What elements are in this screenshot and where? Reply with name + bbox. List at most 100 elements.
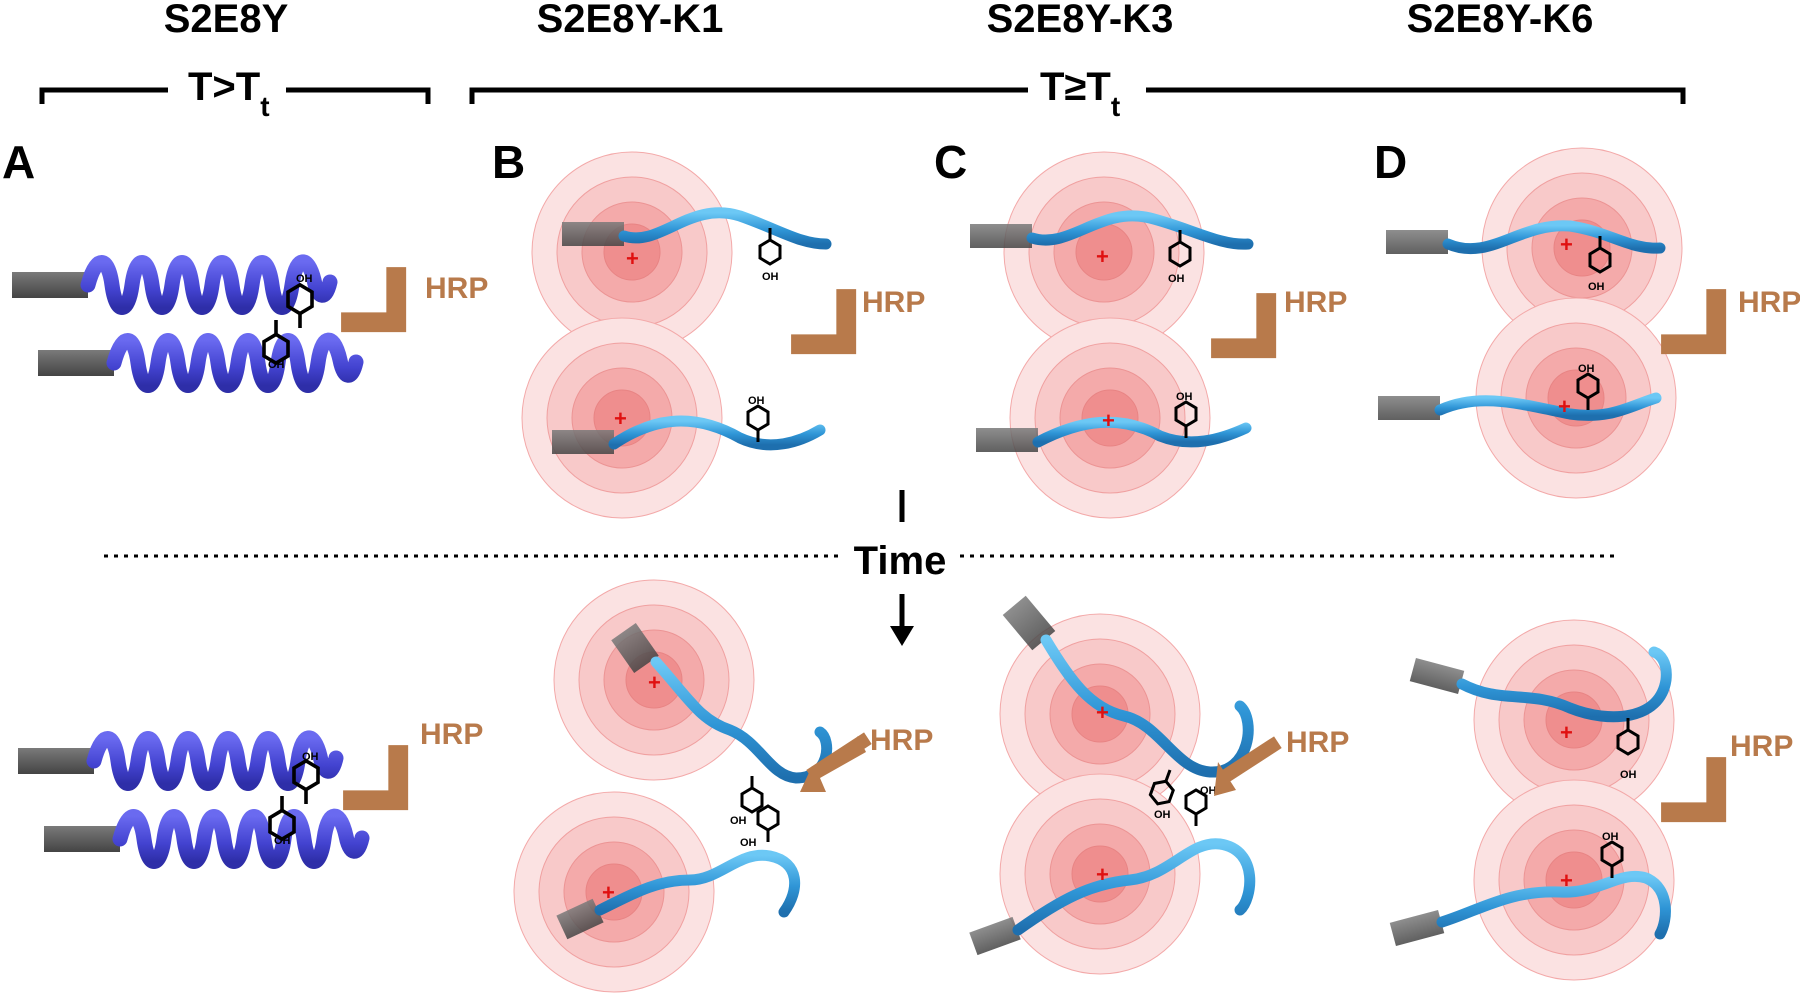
oh-label: OH <box>1578 363 1595 375</box>
tyrosine-icon <box>756 804 780 844</box>
chain <box>1434 392 1662 421</box>
hrp-label: HRP <box>420 718 483 751</box>
column-title-s2e8y: S2E8Y <box>164 0 289 41</box>
charge-plus: + <box>1560 720 1573 745</box>
charge-plus: + <box>614 406 627 431</box>
oh-label: OH <box>274 835 291 847</box>
temp-left-main: T>T <box>188 65 260 109</box>
anchor-block <box>1389 909 1445 947</box>
panel-label-b: B <box>492 136 525 188</box>
oh-label: OH <box>762 271 779 283</box>
temperature-label-right: T≥Tt <box>1040 65 1120 122</box>
oh-label: OH <box>1602 831 1619 843</box>
panel-c-bottom: + OH OH + HRP <box>969 595 1349 975</box>
bracket-right <box>469 87 1686 104</box>
charge-plus: + <box>1560 868 1573 893</box>
oh-label: OH <box>1154 809 1171 821</box>
panel-label-a: A <box>2 136 35 188</box>
anchor-block <box>552 430 614 454</box>
hrp-arrow-icon <box>331 257 439 365</box>
oh-label: OH <box>748 395 765 407</box>
oh-label: OH <box>1168 273 1185 285</box>
oh-label: OH <box>268 359 285 371</box>
oh-label: OH <box>740 837 757 849</box>
anchor-block <box>611 623 659 673</box>
charge-plus: + <box>1102 408 1115 433</box>
column-title-s2e8y-k3: S2E8Y-K3 <box>987 0 1174 41</box>
anchor-block <box>18 748 94 774</box>
chain <box>1026 210 1254 250</box>
anchor-block <box>969 916 1021 956</box>
charge-plus: + <box>626 246 639 271</box>
anchor-block <box>1409 657 1465 695</box>
chain <box>594 849 801 918</box>
oh-label: OH <box>296 273 313 285</box>
column-title-s2e8y-k6: S2E8Y-K6 <box>1407 0 1594 41</box>
charge-plus: + <box>1558 394 1571 419</box>
anchor-block <box>1378 396 1440 420</box>
chain <box>608 415 826 451</box>
anchor-block <box>12 272 88 298</box>
hrp-label: HRP <box>862 286 925 319</box>
oh-label: OH <box>1620 769 1637 781</box>
charge-plus: + <box>648 670 661 695</box>
anchor-block <box>556 898 604 940</box>
anchor-block <box>1386 230 1448 254</box>
panel-b-top: + OH + OH HRP <box>521 151 925 519</box>
chain <box>1032 416 1252 448</box>
helix-chain <box>106 332 364 393</box>
helix-chain <box>80 254 338 315</box>
anchor-block <box>44 826 120 852</box>
chain <box>618 207 832 250</box>
charge-plus: + <box>1096 862 1109 887</box>
panel-a-bottom: OH OH HRP <box>18 718 483 869</box>
charge-plus: + <box>1096 244 1109 269</box>
panel-c-top: + OH + OH HRP <box>970 151 1347 519</box>
oh-label: OH <box>302 751 319 763</box>
hrp-label: HRP <box>1284 286 1347 319</box>
anchor-block <box>562 222 624 246</box>
chain <box>1456 646 1672 723</box>
panel-label-d: D <box>1374 136 1407 188</box>
temp-left-sub: t <box>260 91 269 122</box>
chain <box>1012 838 1256 936</box>
temperature-label-left: T>Tt <box>188 65 270 122</box>
hrp-arrow-icon <box>1214 736 1282 796</box>
column-title-s2e8y-k1: S2E8Y-K1 <box>537 0 724 41</box>
hrp-label: HRP <box>1286 726 1349 759</box>
charge-plus: + <box>602 880 615 905</box>
panel-d-top: + OH + OH HRP <box>1378 147 1800 499</box>
time-label: Time <box>854 539 947 583</box>
anchor-block <box>38 350 114 376</box>
panel-a-top: OH OH HRP <box>12 254 488 393</box>
oh-label: OH <box>1200 785 1217 797</box>
hrp-arrow-icon <box>1651 747 1759 855</box>
time-arrow-down-icon <box>890 594 914 646</box>
oh-label: OH <box>1588 281 1605 293</box>
hrp-label: HRP <box>870 724 933 757</box>
panel-b-bottom: + OH OH + HRP <box>513 579 933 993</box>
temp-right-main: T≥T <box>1040 65 1111 109</box>
chain <box>1040 634 1254 778</box>
tyrosine-icon <box>740 774 764 814</box>
helix-chain <box>86 730 344 791</box>
oh-label: OH <box>1176 391 1193 403</box>
hrp-label: HRP <box>425 272 488 305</box>
temp-right-sub: t <box>1111 91 1120 122</box>
charge-plus: + <box>1096 700 1109 725</box>
hrp-label: HRP <box>1730 730 1793 763</box>
chain <box>1436 871 1671 940</box>
charge-plus: + <box>1560 232 1573 257</box>
chain <box>1442 220 1666 255</box>
anchor-block <box>970 224 1032 248</box>
helix-chain <box>112 808 370 869</box>
hrp-arrow-icon <box>800 732 872 792</box>
anchor-block <box>976 428 1038 452</box>
panel-d-bottom: + OH + OH HRP <box>1389 619 1793 981</box>
oh-label: OH <box>730 815 747 827</box>
hrp-label: HRP <box>1738 286 1800 319</box>
bracket-left <box>39 87 431 104</box>
panel-label-c: C <box>934 136 967 188</box>
